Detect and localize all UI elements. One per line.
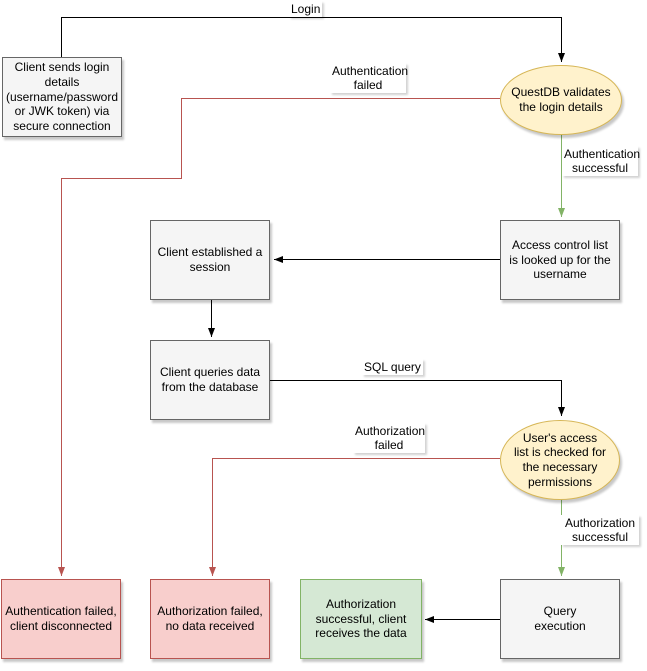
connector-authorization-failed bbox=[209, 458, 500, 576]
edge-label-authorization-successful: Authorization successful bbox=[561, 515, 639, 546]
node-acl-lookup: Access control list is looked up for the… bbox=[500, 220, 620, 300]
node-authentication-failed-end-text: Authentication failed, client disconnect… bbox=[5, 604, 117, 633]
node-query-execution: Query execution bbox=[500, 579, 620, 659]
node-access-check: User's access list is checked for the ne… bbox=[500, 420, 620, 500]
edge-label-authorization-failed: Authorization failed bbox=[353, 423, 426, 454]
node-authorization-failed-end: Authorization failed, no data received bbox=[150, 579, 270, 659]
node-access-check-text: User's access list is checked for the ne… bbox=[513, 430, 607, 489]
connector-login bbox=[61, 17, 565, 62]
node-client-queries-text: Client queries data from the database bbox=[159, 365, 261, 394]
edge-label-authentication-failed: Authentication failed bbox=[330, 63, 409, 94]
edge-label-authentication-successful: Authentication successful bbox=[562, 146, 641, 177]
node-client-queries: Client queries data from the database bbox=[150, 340, 270, 420]
node-client-sends-login: Client sends login details (username/pas… bbox=[2, 57, 122, 137]
edge-label-sql-query: SQL query bbox=[362, 359, 423, 376]
node-questdb-validates: QuestDB validates the login details bbox=[500, 65, 622, 135]
node-authorization-failed-end-text: Authorization failed, no data received bbox=[157, 604, 263, 633]
node-questdb-validates-text: QuestDB validates the login details bbox=[511, 85, 611, 114]
node-authentication-failed-end: Authentication failed, client disconnect… bbox=[1, 579, 121, 659]
node-authorization-success-end-text: Authorization successful, client receive… bbox=[315, 597, 407, 641]
node-session-established: Client established a session bbox=[150, 220, 270, 300]
node-client-sends-login-text: Client sends login details (username/pas… bbox=[5, 60, 119, 133]
connector-sql-query bbox=[270, 380, 565, 416]
edge-label-login: Login bbox=[289, 1, 323, 18]
node-acl-lookup-text: Access control list is looked up for the… bbox=[509, 238, 611, 282]
connector-authentication-failed bbox=[58, 98, 500, 576]
node-session-established-text: Client established a session bbox=[157, 245, 263, 274]
node-authorization-success-end: Authorization successful, client receive… bbox=[300, 579, 422, 659]
node-query-execution-text: Query execution bbox=[534, 604, 586, 633]
